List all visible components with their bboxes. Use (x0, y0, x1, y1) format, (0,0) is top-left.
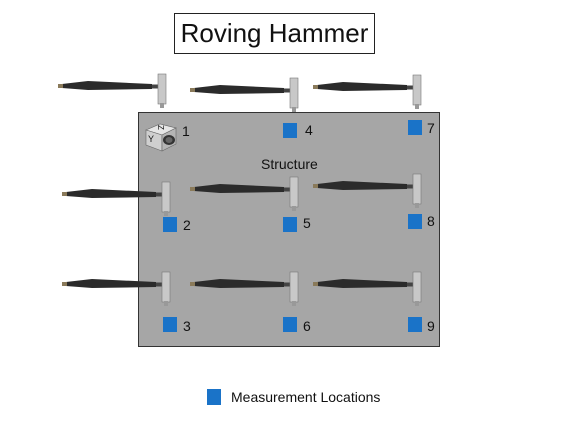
location-marker-5 (283, 217, 297, 232)
location-marker-9 (408, 317, 422, 332)
location-label-5: 5 (303, 215, 311, 231)
structure-label: Structure (261, 156, 318, 172)
location-label-8: 8 (427, 213, 435, 229)
impact-hammer-icon (58, 73, 167, 108)
location-label-1: 1 (182, 123, 190, 139)
location-label-2: 2 (183, 217, 191, 233)
diagram-title: Roving Hammer (174, 13, 375, 54)
location-marker-3 (163, 317, 177, 332)
location-marker-4 (283, 123, 297, 138)
location-label-9: 9 (427, 318, 435, 334)
impact-hammer-icon (190, 271, 299, 306)
impact-hammer-icon (190, 176, 299, 211)
location-label-3: 3 (183, 318, 191, 334)
location-marker-7 (408, 120, 422, 135)
location-label-4: 4 (305, 122, 313, 138)
legend-label: Measurement Locations (231, 389, 381, 405)
impact-hammer-icon (62, 271, 171, 306)
impact-hammer-icon (313, 271, 422, 306)
impact-hammer-icon (313, 74, 422, 109)
sensor-axis-z: Z (156, 125, 165, 130)
accelerometer-icon: Y Z (145, 123, 177, 152)
impact-hammer-icon (62, 181, 171, 216)
legend-marker (207, 389, 221, 405)
impact-hammer-icon (313, 173, 422, 208)
location-label-6: 6 (303, 318, 311, 334)
sensor-axis-y: Y (148, 134, 154, 144)
location-marker-8 (408, 214, 422, 229)
impact-hammer-icon (190, 77, 299, 112)
location-marker-6 (283, 317, 297, 332)
location-marker-2 (163, 217, 177, 232)
location-label-7: 7 (427, 120, 435, 136)
